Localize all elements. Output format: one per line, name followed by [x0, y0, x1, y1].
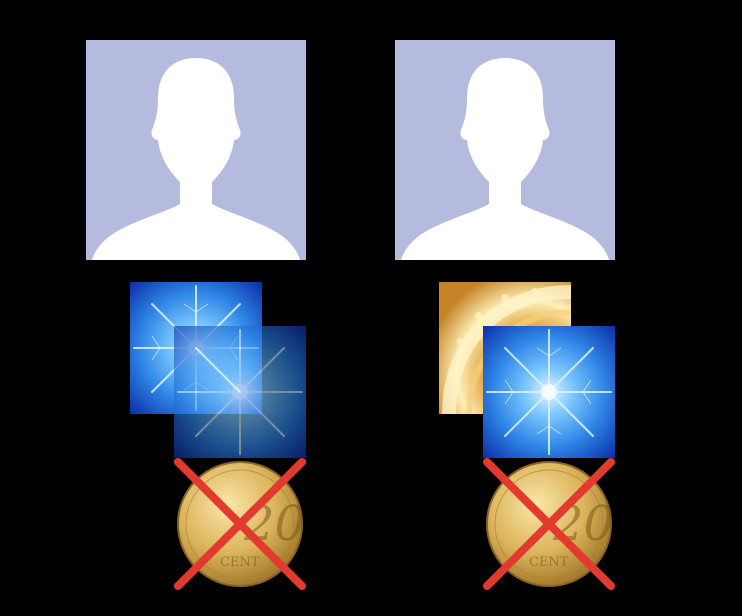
blue-fractal-tile-faded: [174, 326, 306, 458]
person-silhouette-icon: [395, 40, 615, 260]
cross-line-b: [174, 458, 306, 590]
avatar-placeholder[interactable]: [86, 40, 306, 260]
crossed-coin-icon: 20 CENT: [174, 458, 306, 590]
person-silhouette-icon: [86, 40, 306, 260]
cross-line-b: [483, 458, 615, 590]
coin-denomination: 20: [552, 496, 614, 552]
right-column: 20 CENT: [395, 0, 625, 616]
coin-word: CENT: [220, 555, 260, 570]
coin-word: CENT: [529, 555, 569, 570]
avatar-placeholder[interactable]: [395, 40, 615, 260]
blue-fractal-tile: [483, 326, 615, 458]
crossed-coin-icon: 20 CENT: [483, 458, 615, 590]
coin-denomination: 20: [243, 496, 305, 552]
left-column: 20 CENT: [86, 0, 316, 616]
